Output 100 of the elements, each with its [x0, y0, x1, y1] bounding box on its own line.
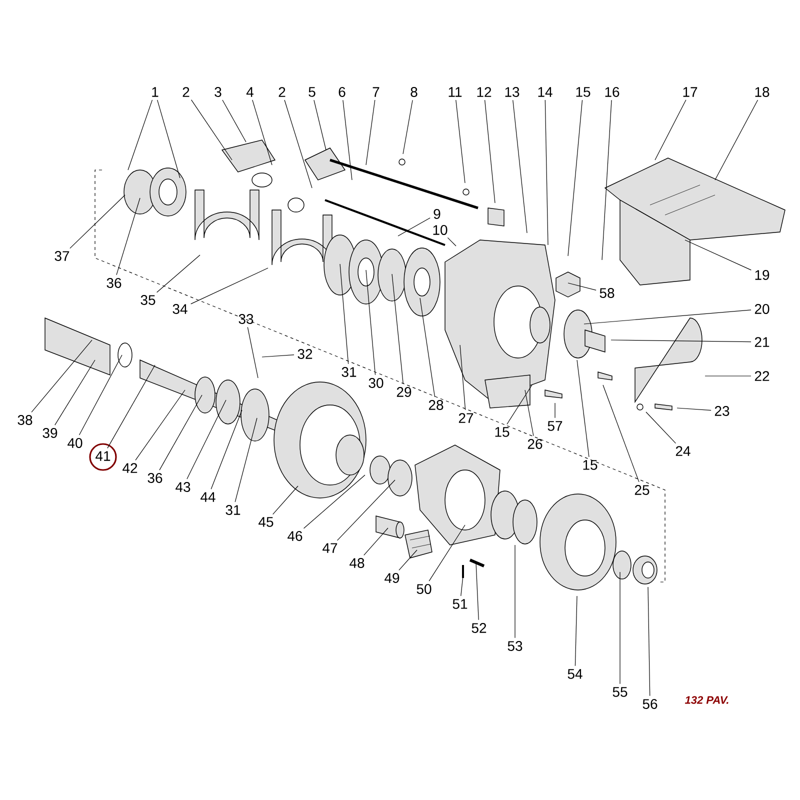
callout-number: 51 — [452, 599, 468, 609]
leader-line — [456, 100, 466, 184]
callout-number: 6 — [338, 87, 346, 97]
callout-number: 21 — [754, 337, 770, 347]
leader-line — [116, 198, 140, 276]
callout-number: 2 — [278, 87, 286, 97]
leader-line — [646, 412, 676, 444]
leader-line — [128, 100, 153, 170]
callout-number: 26 — [528, 439, 542, 449]
callout-number: 4 — [246, 87, 254, 97]
leader-line — [364, 528, 388, 556]
callout-number: 19 — [755, 270, 770, 280]
callout-number: 58 — [600, 288, 614, 298]
leader-line — [398, 550, 418, 571]
leader-line — [484, 100, 496, 204]
callout-number: 36 — [106, 278, 122, 288]
callout-number: 7 — [372, 87, 380, 97]
callout-number: 36 — [148, 473, 162, 483]
callout-number: 31 — [226, 505, 240, 515]
leader-line — [460, 576, 464, 596]
callout-number: 48 — [350, 558, 364, 568]
leader-line — [392, 274, 404, 384]
leader-line — [428, 524, 466, 582]
callout-number: 12 — [477, 87, 492, 97]
leader-line — [31, 340, 92, 412]
callout-number: 44 — [200, 492, 216, 502]
leader-line — [402, 100, 413, 154]
callout-number: 20 — [754, 304, 770, 314]
callout-number: 13 — [505, 87, 520, 97]
leader-line — [210, 410, 242, 490]
callout-number: 52 — [472, 623, 486, 633]
callout-number: 24 — [676, 446, 690, 456]
callout-number: 30 — [368, 378, 384, 388]
callout-number: 15 — [576, 87, 590, 97]
leader-line — [272, 486, 298, 515]
leader-line — [159, 394, 202, 470]
callout-number: 5 — [308, 87, 316, 97]
leader-line — [554, 402, 556, 418]
callout-number: 11 — [448, 87, 462, 97]
leader-line — [514, 544, 516, 638]
leader-line — [222, 100, 246, 142]
callout-number: 14 — [538, 87, 552, 97]
callout-number: 38 — [18, 415, 32, 425]
callout-number: 37 — [54, 251, 70, 261]
leader-line — [190, 268, 268, 304]
leader-line — [107, 364, 156, 448]
callout-number: 41 — [96, 451, 110, 461]
callout-number: 22 — [754, 371, 770, 381]
leader-line — [342, 100, 352, 180]
leader-line — [70, 194, 126, 249]
leader-line — [314, 100, 326, 150]
callout-number: 27 — [458, 413, 474, 423]
leader-line — [676, 408, 712, 411]
leader-line — [156, 254, 200, 293]
figure-code: 132 PAV. — [684, 696, 728, 704]
leader-line — [303, 474, 366, 529]
callout-number: 23 — [714, 406, 730, 416]
callout-number: 40 — [68, 438, 82, 448]
leader-line — [366, 270, 376, 376]
callout-number: 28 — [428, 400, 444, 410]
callout-number: 16 — [605, 87, 620, 97]
callout-number: 10 — [433, 225, 448, 235]
leader-line — [54, 360, 96, 426]
callout-number: 31 — [342, 367, 356, 377]
callout-number: 8 — [410, 87, 418, 97]
leader-line — [186, 400, 226, 480]
leader-line — [602, 100, 612, 260]
leader-line — [460, 344, 466, 410]
leader-line — [398, 218, 430, 236]
leader-line — [574, 596, 578, 666]
callout-number: 33 — [238, 314, 254, 324]
leader-line — [544, 100, 548, 246]
callout-number: 32 — [298, 349, 312, 359]
callout-number: 42 — [122, 463, 138, 473]
leader-line — [447, 237, 456, 246]
callout-number: 9 — [434, 209, 440, 219]
leader-line — [584, 310, 752, 324]
leader-line — [247, 326, 258, 378]
leader-line — [648, 586, 650, 696]
callout-number: 15 — [583, 460, 598, 470]
leader-line — [476, 562, 479, 620]
leader-line — [610, 340, 752, 342]
leader-line — [568, 100, 583, 256]
leader-line — [524, 390, 534, 436]
callout-number: 50 — [416, 584, 432, 594]
leader-line — [191, 100, 232, 160]
callout-number: 1 — [152, 87, 158, 97]
callout-number: 17 — [683, 87, 698, 97]
leader-line — [654, 100, 686, 160]
leader-line — [234, 418, 258, 502]
callout-number: 53 — [508, 641, 522, 651]
leader-line — [262, 354, 294, 358]
callout-number: 15 — [495, 427, 510, 437]
callout-number: 3 — [214, 87, 222, 97]
leader-line — [576, 360, 590, 458]
callout-number: 25 — [634, 485, 650, 495]
callout-number: 18 — [755, 87, 770, 97]
leader-line — [602, 384, 640, 482]
callout-number: 35 — [140, 295, 156, 305]
callout-number: 46 — [288, 531, 302, 541]
